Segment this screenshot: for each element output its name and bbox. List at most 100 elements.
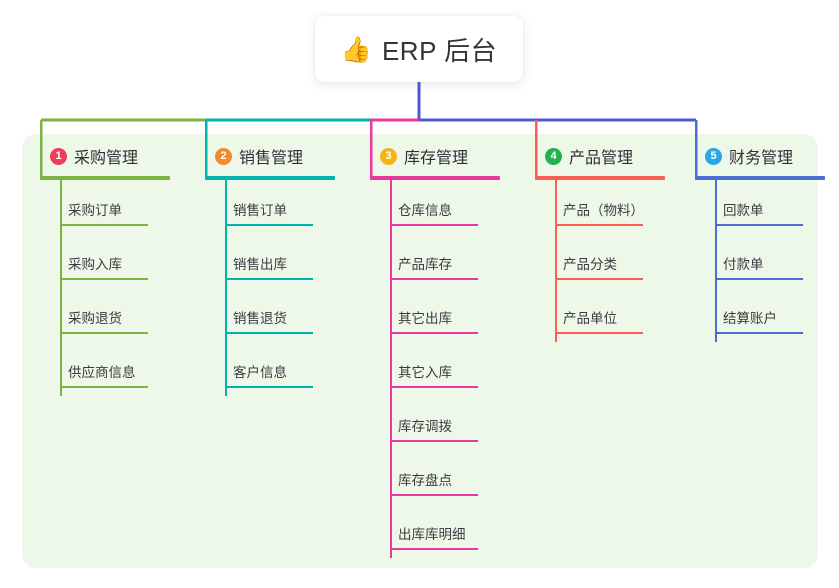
item-label: 销售订单: [233, 203, 287, 218]
branch-badge-1: 1: [50, 147, 67, 165]
item-label: 产品库存: [398, 257, 452, 272]
item-underline: [60, 224, 148, 226]
item-underline: [555, 332, 643, 334]
item-underline: [225, 386, 313, 388]
branch-header-3[interactable]: 3 库存管理: [362, 134, 527, 178]
branch-column-1: 1 采购管理 采购订单 采购入库 采购退货 供应商信息: [32, 134, 197, 396]
branch-underline-4: [535, 176, 665, 180]
branch-spine-3: [390, 178, 392, 558]
branch-badge-2: 2: [215, 147, 232, 165]
list-item[interactable]: 产品库存: [362, 232, 527, 286]
item-underline: [555, 278, 643, 280]
list-item[interactable]: 销售订单: [197, 178, 362, 232]
branch-spine-2: [225, 178, 227, 396]
item-label: 产品分类: [563, 257, 617, 272]
list-item[interactable]: 产品（物料）: [527, 178, 692, 232]
list-item[interactable]: 客户信息: [197, 340, 362, 394]
branch-items-4: 产品（物料） 产品分类 产品单位: [527, 178, 692, 340]
item-underline: [390, 278, 478, 280]
list-item[interactable]: 其它出库: [362, 286, 527, 340]
branch-column-5: 5 财务管理 回款单 付款单 结算账户: [687, 134, 839, 342]
branch-header-1[interactable]: 1 采购管理: [32, 134, 197, 178]
item-underline: [390, 494, 478, 496]
list-item[interactable]: 销售出库: [197, 232, 362, 286]
root-node[interactable]: 👍 ERP 后台: [315, 16, 523, 82]
item-label: 采购订单: [68, 203, 122, 218]
item-label: 付款单: [723, 257, 764, 272]
list-item[interactable]: 采购退货: [32, 286, 197, 340]
item-label: 结算账户: [723, 311, 777, 326]
item-underline: [225, 224, 313, 226]
branch-column-3: 3 库存管理 仓库信息 产品库存 其它出库 其它入库: [362, 134, 527, 558]
list-item[interactable]: 产品单位: [527, 286, 692, 340]
item-label: 供应商信息: [68, 365, 136, 380]
item-underline: [390, 224, 478, 226]
item-underline: [390, 440, 478, 442]
item-underline: [715, 278, 803, 280]
item-label: 销售退货: [233, 311, 287, 326]
branch-badge-3: 3: [380, 147, 397, 165]
list-item[interactable]: 库存盘点: [362, 448, 527, 502]
item-underline: [715, 332, 803, 334]
item-underline: [390, 386, 478, 388]
branch-header-5[interactable]: 5 财务管理: [687, 134, 839, 178]
branch-items-1: 采购订单 采购入库 采购退货 供应商信息: [32, 178, 197, 394]
branch-title-1: 采购管理: [74, 150, 139, 167]
item-label: 仓库信息: [398, 203, 452, 218]
branch-header-2[interactable]: 2 销售管理: [197, 134, 362, 178]
branch-items-3: 仓库信息 产品库存 其它出库 其它入库 库存调拨: [362, 178, 527, 556]
list-item[interactable]: 供应商信息: [32, 340, 197, 394]
list-item[interactable]: 付款单: [687, 232, 839, 286]
branch-underline-3: [370, 176, 500, 180]
item-underline: [555, 224, 643, 226]
branch-spine-4: [555, 178, 557, 342]
item-label: 回款单: [723, 203, 764, 218]
item-label: 采购入库: [68, 257, 122, 272]
item-underline: [715, 224, 803, 226]
branch-underline-2: [205, 176, 335, 180]
list-item[interactable]: 采购订单: [32, 178, 197, 232]
item-underline: [390, 332, 478, 334]
item-label: 销售出库: [233, 257, 287, 272]
branch-header-4[interactable]: 4 产品管理: [527, 134, 692, 178]
branch-title-5: 财务管理: [729, 150, 794, 167]
list-item[interactable]: 产品分类: [527, 232, 692, 286]
root-title: ERP 后台: [381, 35, 498, 66]
branch-column-2: 2 销售管理 销售订单 销售出库 销售退货 客户信息: [197, 134, 362, 396]
list-item[interactable]: 仓库信息: [362, 178, 527, 232]
branch-items-5: 回款单 付款单 结算账户: [687, 178, 839, 340]
branch-badge-5: 5: [705, 147, 722, 165]
list-item[interactable]: 采购入库: [32, 232, 197, 286]
branch-underline-5: [695, 176, 825, 180]
branch-spine-5: [715, 178, 717, 342]
item-label: 出库库明细: [398, 527, 466, 542]
item-label: 库存调拨: [398, 419, 452, 434]
branch-title-2: 销售管理: [239, 150, 304, 167]
list-item[interactable]: 结算账户: [687, 286, 839, 340]
item-underline: [60, 278, 148, 280]
thumbs-up-icon: 👍: [340, 34, 372, 64]
branch-underline-1: [40, 176, 170, 180]
branch-badge-4: 4: [545, 147, 562, 165]
branch-title-4: 产品管理: [569, 150, 634, 167]
list-item[interactable]: 其它入库: [362, 340, 527, 394]
branch-column-4: 4 产品管理 产品（物料） 产品分类 产品单位: [527, 134, 692, 342]
item-underline: [225, 332, 313, 334]
item-underline: [60, 332, 148, 334]
list-item[interactable]: 库存调拨: [362, 394, 527, 448]
list-item[interactable]: 回款单: [687, 178, 839, 232]
item-label: 客户信息: [233, 365, 287, 380]
branch-title-3: 库存管理: [404, 150, 469, 167]
branch-items-2: 销售订单 销售出库 销售退货 客户信息: [197, 178, 362, 394]
item-label: 其它出库: [398, 311, 452, 326]
list-item[interactable]: 销售退货: [197, 286, 362, 340]
item-label: 产品（物料）: [563, 203, 644, 218]
list-item[interactable]: 出库库明细: [362, 502, 527, 556]
item-underline: [60, 386, 148, 388]
branch-columns: 1 采购管理 采购订单 采购入库 采购退货 供应商信息: [22, 134, 825, 568]
branch-spine-1: [60, 178, 62, 396]
item-label: 产品单位: [563, 311, 617, 326]
item-label: 采购退货: [68, 311, 122, 326]
item-underline: [390, 548, 478, 550]
